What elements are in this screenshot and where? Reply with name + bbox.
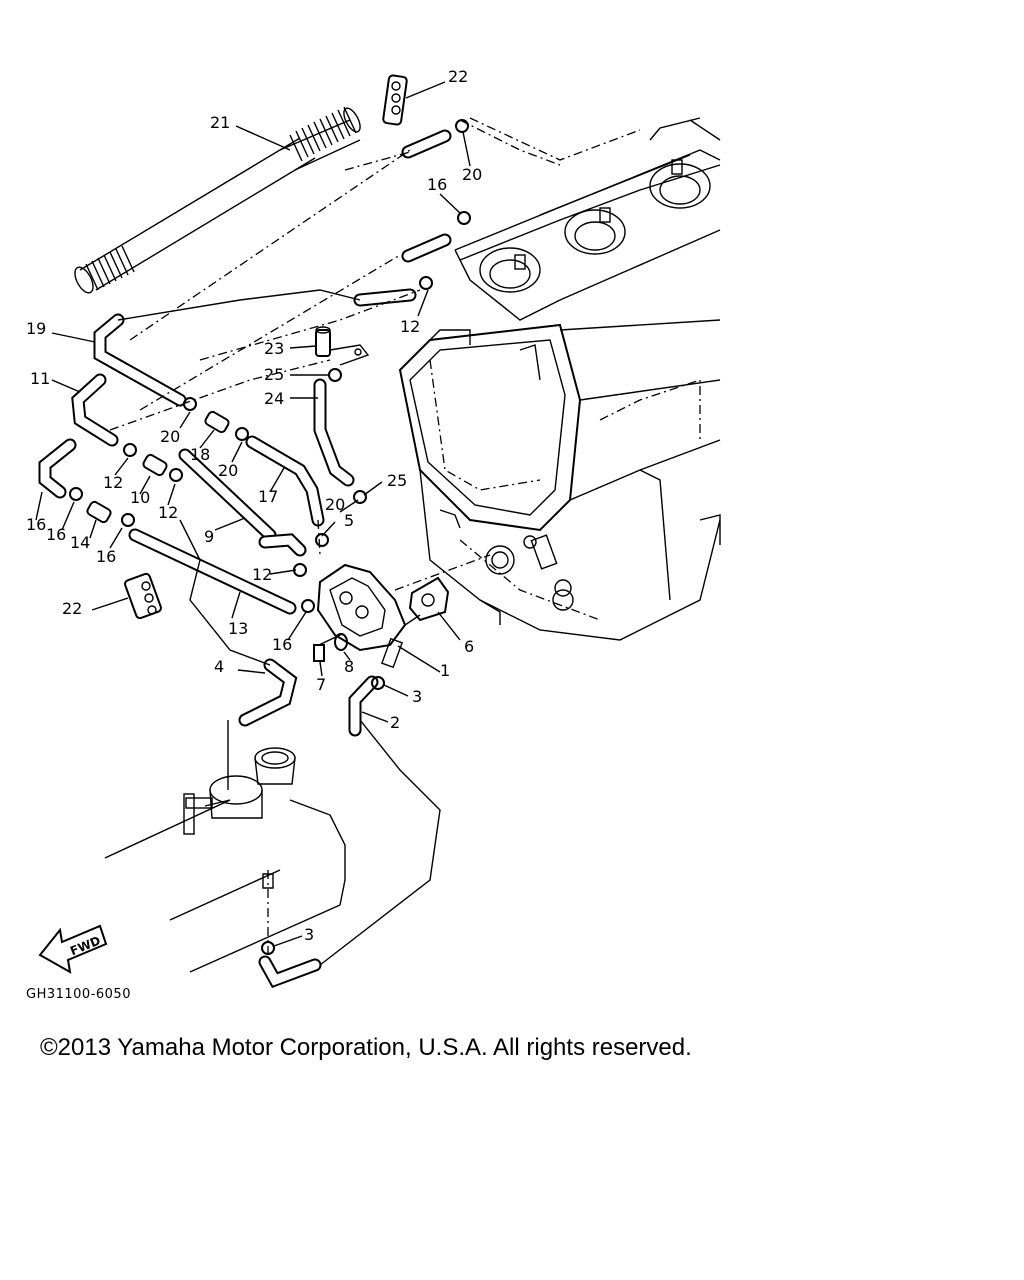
part-label: 16 xyxy=(96,547,116,566)
part-label: 12 xyxy=(400,317,420,336)
leader-lines xyxy=(35,81,471,947)
part-label: 20 xyxy=(462,165,482,184)
part-label: 22 xyxy=(62,599,82,618)
engine-block xyxy=(398,117,721,641)
part-labels: 22 21 20 16 12 19 23 25 11 24 20 18 20 1… xyxy=(26,67,482,944)
part-label: 16 xyxy=(46,525,66,544)
part-label: 16 xyxy=(272,635,292,654)
valve-assembly-1 xyxy=(316,563,421,669)
part-label: 7 xyxy=(316,675,326,694)
part-label: 19 xyxy=(26,319,46,338)
part-label: 16 xyxy=(26,515,46,534)
connector-22-top xyxy=(382,74,408,126)
part-label: 6 xyxy=(464,637,474,656)
part-label: 20 xyxy=(160,427,180,446)
part-label: 23 xyxy=(264,339,284,358)
part-label: 18 xyxy=(190,445,210,464)
clips xyxy=(69,119,471,955)
part-label: 14 xyxy=(70,533,90,552)
part-label: 20 xyxy=(325,495,345,514)
part-label: 1 xyxy=(440,661,450,680)
part-label: 25 xyxy=(264,365,284,384)
part-label: 4 xyxy=(214,657,224,676)
part-label: 17 xyxy=(258,487,278,506)
part-label: 12 xyxy=(252,565,272,584)
part-label: 8 xyxy=(344,657,354,676)
tube-21 xyxy=(74,106,361,294)
gasket-6 xyxy=(408,576,450,622)
oil-tank xyxy=(104,747,346,973)
part-label: 24 xyxy=(264,389,284,408)
part-label: 22 xyxy=(448,67,468,86)
part-label: 13 xyxy=(228,619,248,638)
part-label: 3 xyxy=(304,925,314,944)
washer-8 xyxy=(334,633,348,651)
part-label: 3 xyxy=(412,687,422,706)
part-label: 5 xyxy=(344,511,354,530)
part-label: 25 xyxy=(387,471,407,490)
fitting-23 xyxy=(315,326,370,366)
part-label: 16 xyxy=(427,175,447,194)
part-label: 21 xyxy=(210,113,230,132)
fwd-arrow-icon: FWD xyxy=(38,924,108,974)
parts-diagram: FWD xyxy=(26,67,721,1002)
part-label: 12 xyxy=(103,473,123,492)
drawing-code: GH31100-6050 xyxy=(26,987,131,1002)
part-label: 20 xyxy=(218,461,238,480)
part-label: 10 xyxy=(130,488,150,507)
part-label: 2 xyxy=(390,713,400,732)
connector-22-left xyxy=(124,572,162,620)
part-label: 12 xyxy=(158,503,178,522)
part-label: 11 xyxy=(30,369,50,388)
copyright-notice: ©2013 Yamaha Motor Corporation, U.S.A. A… xyxy=(40,1034,692,1061)
filters xyxy=(86,410,230,524)
part-label: 9 xyxy=(204,527,214,546)
